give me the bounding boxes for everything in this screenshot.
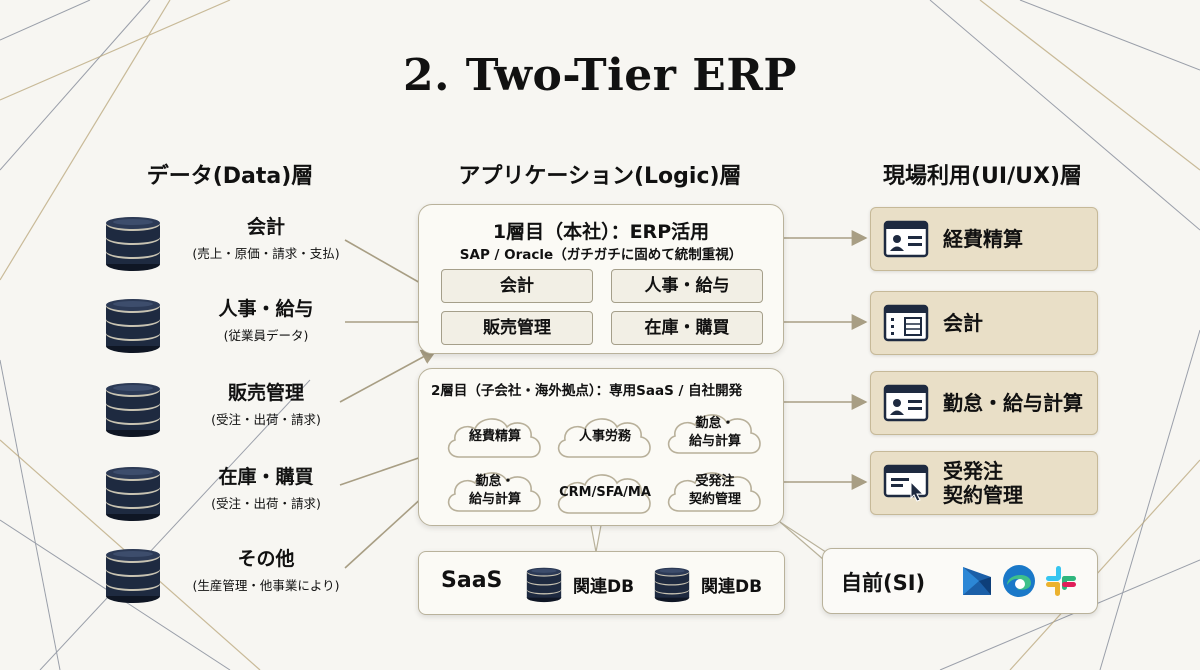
ui-item-expense: 経費精算 — [870, 207, 1098, 271]
id-card-icon — [883, 384, 929, 422]
saas-box: SaaS 関連DB 関連DB — [418, 551, 785, 615]
data-item-sub: (受注・出荷・請求) — [211, 412, 321, 427]
data-item-accounting: 会計 (売上・原価・請求・支払) — [100, 206, 360, 278]
tier1-subtitle: SAP / Oracle（ガチガチに固めて統制重視） — [459, 247, 743, 263]
database-icon — [654, 567, 690, 603]
tier1-title: 1層目（本社）：ERP活用 — [492, 221, 710, 243]
ui-item-label: 勤怠・給与計算 — [943, 391, 1083, 415]
data-layer-heading: データ(Data)層 — [146, 164, 314, 189]
module-sales: 販売管理 — [441, 311, 593, 345]
cloud-label: 勤怠・ 給与計算 — [468, 474, 521, 507]
ui-item-order: 受発注 契約管理 — [870, 451, 1098, 515]
page-title: 2. Two-Tier ERP — [402, 50, 797, 101]
related-db-label: 関連DB — [701, 577, 763, 597]
data-item-name: 人事・給与 — [218, 298, 314, 320]
cloud-label: 人事労務 — [578, 429, 631, 444]
data-item-name: その他 — [237, 548, 295, 570]
ui-item-label: 経費精算 — [943, 227, 1023, 251]
saas-label: SaaS — [441, 568, 503, 593]
slack-icon — [1046, 566, 1076, 596]
ui-item-attendance: 勤怠・給与計算 — [870, 371, 1098, 435]
database-icon — [106, 549, 160, 603]
database-icon — [106, 299, 160, 353]
data-item-name: 在庫・購買 — [218, 466, 314, 488]
data-item-other: その他 (生産管理・他事業により) — [100, 538, 360, 610]
cloud-label: CRM/SFA/MA — [559, 485, 651, 500]
cloud-label: 受発注 契約管理 — [688, 474, 741, 507]
database-icon — [106, 383, 160, 437]
tier2-title: 2層目（子会社・海外拠点）：専用SaaS / 自社開発 — [431, 383, 743, 399]
cloud-crm: CRM/SFA/MA — [553, 467, 657, 519]
si-label: 自前(SI) — [841, 571, 926, 595]
logic-layer-heading: アプリケーション(Logic)層 — [458, 164, 742, 189]
ledger-window-icon — [883, 304, 929, 342]
cloud-order: 受発注 契約管理 — [663, 465, 767, 517]
module-accounting: 会計 — [441, 269, 593, 303]
data-item-name: 販売管理 — [227, 382, 304, 404]
ui-item-label: 受発注 契約管理 — [943, 459, 1023, 507]
si-callout: 自前(SI) — [822, 548, 1098, 614]
related-db-label: 関連DB — [573, 577, 635, 597]
cloud-label: 経費精算 — [468, 429, 521, 444]
edge-icon — [1003, 565, 1035, 597]
tier2-panel: 2層目（子会社・海外拠点）：専用SaaS / 自社開発 経費精算 人事労務 勤怠… — [418, 368, 784, 526]
data-item-sales: 販売管理 (受注・出荷・請求) — [100, 372, 360, 444]
module-inventory: 在庫・購買 — [611, 311, 763, 345]
ui-item-label: 会計 — [943, 311, 983, 335]
data-item-sub: (従業員データ) — [223, 328, 309, 343]
data-item-sub: (受注・出荷・請求) — [211, 496, 321, 511]
data-item-name: 会計 — [246, 216, 285, 238]
data-item-inventory: 在庫・購買 (受注・出荷・請求) — [100, 456, 360, 528]
database-icon — [526, 567, 562, 603]
cloud-expense: 経費精算 — [443, 411, 547, 463]
database-icon — [106, 467, 160, 521]
browser-cursor-icon — [883, 464, 929, 502]
cloud-label: 勤怠・ 給与計算 — [688, 416, 741, 449]
data-item-hr: 人事・給与 (従業員データ) — [100, 288, 360, 360]
data-item-sub: (売上・原価・請求・支払) — [192, 246, 340, 261]
cloud-attendance-b: 勤怠・ 給与計算 — [443, 465, 547, 517]
ui-layer-heading: 現場利用(UI/UX)層 — [882, 164, 1083, 189]
database-icon — [106, 217, 160, 271]
module-hr: 人事・給与 — [611, 269, 763, 303]
cloud-labor: 人事労務 — [553, 411, 657, 463]
tier1-panel: 1層目（本社）：ERP活用 SAP / Oracle（ガチガチに固めて統制重視）… — [418, 204, 784, 354]
cloud-attendance-a: 勤怠・ 給与計算 — [663, 407, 767, 459]
data-item-sub: (生産管理・他事業により) — [192, 578, 340, 593]
dynamics-icon — [963, 567, 991, 595]
ui-item-accounting: 会計 — [870, 291, 1098, 355]
id-card-icon — [883, 220, 929, 258]
